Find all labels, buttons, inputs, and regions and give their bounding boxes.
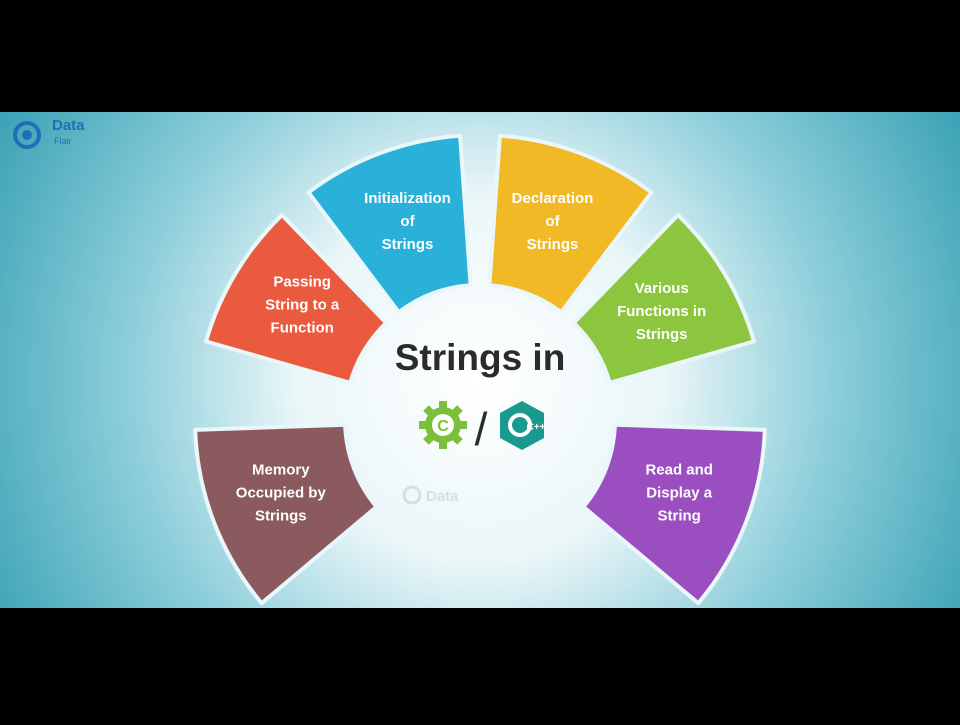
segment-passing-label-line: Function [271, 320, 334, 337]
center-title: Strings in [395, 337, 566, 378]
segment-read-display-label-line: Read and [645, 462, 713, 479]
segment-functions-label-line: Strings [636, 326, 688, 343]
segment-declaration-shape [487, 133, 654, 315]
background-panel [0, 112, 960, 608]
brand-sub: Flair [54, 136, 72, 146]
brand-logo-dot [22, 130, 32, 140]
letterbox-bottom [0, 608, 960, 720]
c-logo-text: C [437, 418, 449, 435]
logo-separator: / [475, 403, 488, 455]
segment-functions-label-line: Functions in [617, 303, 706, 320]
watermark: Data [402, 485, 459, 505]
segment-memory-shape [193, 422, 379, 606]
c-logo-icon: C [419, 401, 467, 449]
brand-logo: Data Flair [13, 117, 85, 149]
segment-memory-label-line: Strings [255, 508, 307, 525]
segment-functions-label-line: Various [635, 280, 689, 297]
segment-memory-label-line: Occupied by [236, 485, 327, 502]
segment-passing-label-line: String to a [265, 297, 340, 314]
segment-read-display-label-line: Display a [646, 485, 713, 502]
segment-memory-label-line: Memory [252, 462, 310, 479]
segment-initialization-label-line: of [400, 213, 415, 230]
segment-initialization-label-line: Strings [382, 236, 434, 253]
brand-name: Data [52, 117, 85, 134]
segment-read-display-shape [581, 422, 767, 606]
letterbox-top [0, 0, 960, 112]
cpp-logo-text: C++ [527, 422, 546, 433]
segment-functions-shape [571, 213, 756, 385]
segment-passing-shape [204, 213, 389, 385]
segment-initialization-shape [306, 133, 473, 315]
segment-initialization-label-line: Initialization [364, 190, 451, 207]
watermark-icon [402, 485, 422, 505]
segment-declaration-label-line: Declaration [512, 190, 594, 207]
cpp-logo-icon: C++ [500, 401, 546, 450]
segment-passing-label-line: Passing [273, 274, 331, 291]
segment-declaration-label-line: of [545, 213, 560, 230]
gear-tooth [439, 439, 447, 449]
segment-declaration-label-line: Strings [527, 236, 579, 253]
segment-read-display-label-line: String [658, 508, 701, 525]
watermark-text: Data [426, 488, 459, 505]
gear-tooth [439, 401, 447, 411]
brand-logo-icon [13, 121, 41, 149]
